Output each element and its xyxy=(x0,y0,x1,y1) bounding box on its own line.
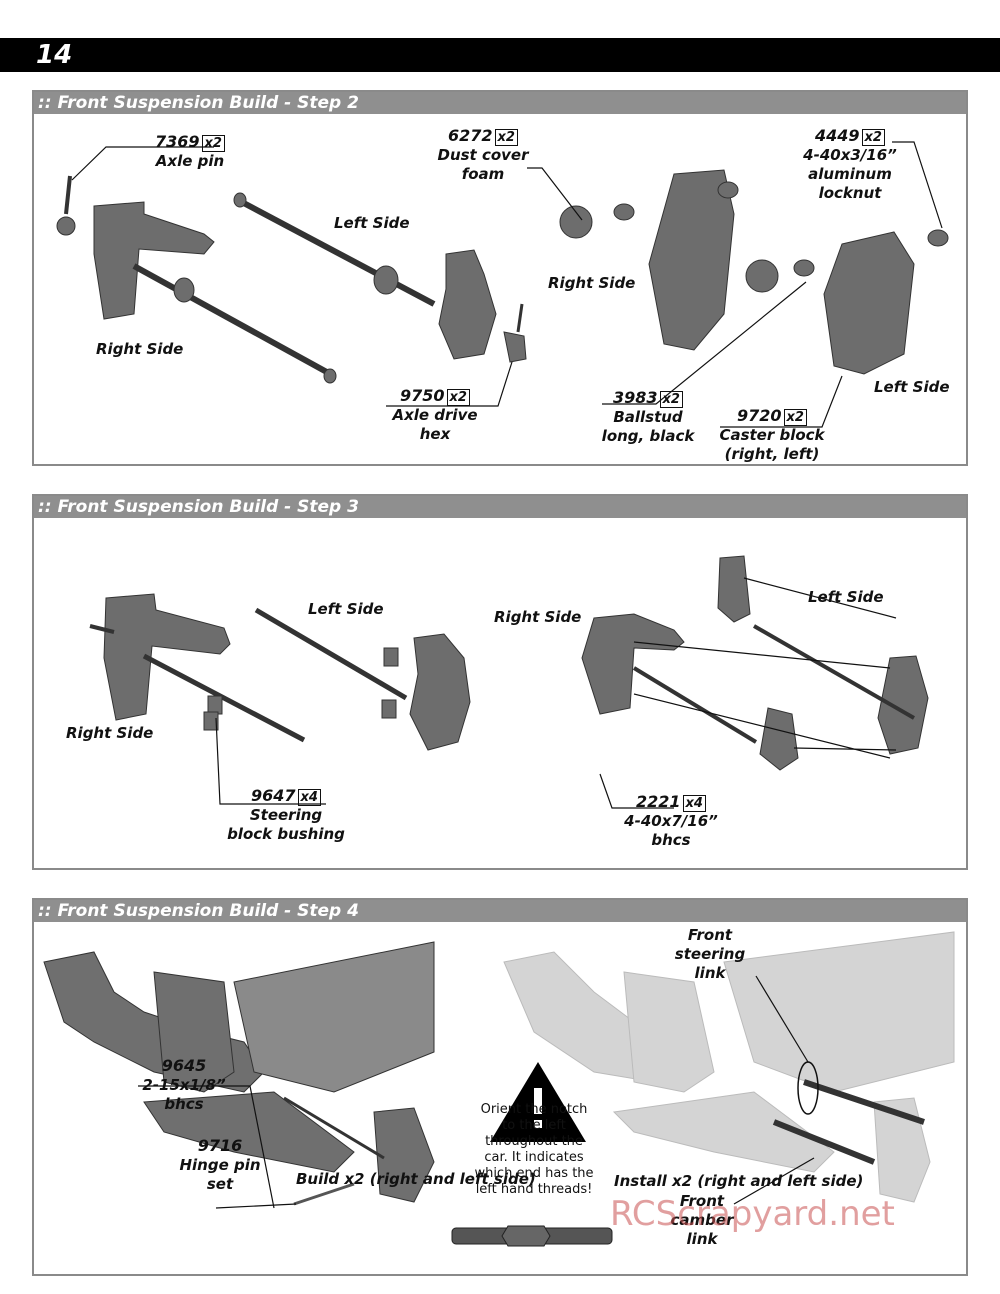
ballstud-name-2: long, black xyxy=(601,427,695,445)
note-line-2: to the left xyxy=(502,1118,566,1133)
page-number: 14 xyxy=(36,40,73,70)
locknut-name-3: locknut xyxy=(818,184,882,202)
bushing-name-2: block bushing xyxy=(227,825,345,843)
hinge-name-1: Hinge pin xyxy=(179,1156,261,1174)
locknut-part-number: 4449 xyxy=(815,126,860,145)
step4-bhcs-callout: 9645 2-15x1/8” bhcs xyxy=(134,1056,234,1114)
bhcs-name-2: bhcs xyxy=(651,831,691,849)
locknut-name-1: 4-40x3/16” xyxy=(803,146,897,164)
note-line-6: left hand threads! xyxy=(475,1182,593,1197)
step4-illustration xyxy=(43,931,955,1247)
hinge-part-number: 9716 xyxy=(197,1136,243,1155)
step4-bhcs-name-2: bhcs xyxy=(164,1095,204,1113)
step2-header: :: Front Suspension Build - Step 2 xyxy=(34,92,966,114)
bhcs-name-1: 4-40x7/16” xyxy=(624,812,718,830)
step4-bhcs-name-1: 2-15x1/8” xyxy=(142,1076,226,1094)
step3-title: :: Front Suspension Build - Step 3 xyxy=(38,497,359,517)
axle-pin-part-number: 7369 xyxy=(155,132,200,151)
step3-left-side-label-a: Left Side xyxy=(308,600,384,618)
ballstud-qty: x2 xyxy=(659,391,683,408)
hinge-name-2: set xyxy=(206,1175,234,1193)
step4-header: :: Front Suspension Build - Step 4 xyxy=(34,900,966,922)
step2-title: :: Front Suspension Build - Step 2 xyxy=(38,93,359,113)
page-header-bar xyxy=(0,38,1000,72)
dust-cover-name-2: foam xyxy=(461,165,505,183)
step3-body: Left Side Right Side Left Side Right Sid… xyxy=(34,518,966,868)
step4-bhcs-part-number: 9645 xyxy=(161,1056,207,1075)
step2-panel: :: Front Suspension Build - Step 2 xyxy=(32,90,968,466)
step4-panel: :: Front Suspension Build - Step 4 xyxy=(32,898,968,1276)
bhcs-part-number: 2221 xyxy=(636,792,681,811)
install-instruction: Install x2 (right and left side) xyxy=(614,1172,864,1190)
bushing-name-1: Steering xyxy=(249,806,323,824)
steering-link-label-2: steering xyxy=(674,945,746,963)
step3-left-side-label-b: Left Side xyxy=(808,588,884,606)
steering-link-label-3: link xyxy=(694,964,726,982)
caster-part-number: 9720 xyxy=(737,406,782,425)
build-instruction: Build x2 (right and left side) xyxy=(296,1170,536,1188)
step2-left-side-label: Left Side xyxy=(334,214,410,232)
watermark: RCScrapyard.net xyxy=(610,1194,895,1234)
hinge-callout: 9716 Hinge pin set xyxy=(174,1136,266,1194)
step4-title: :: Front Suspension Build - Step 4 xyxy=(38,901,359,921)
step3-illustration xyxy=(89,555,929,809)
step3-right-side-label-a: Right Side xyxy=(66,724,154,742)
camber-link-label-1: Front xyxy=(679,1192,725,1210)
locknut-name-2: aluminum xyxy=(808,165,892,183)
axle-pin-name: Axle pin xyxy=(155,152,225,170)
caster-name-2: (right, left) xyxy=(724,445,820,463)
axle-hex-name-1: Axle drive xyxy=(392,406,478,424)
step3-panel: :: Front Suspension Build - Step 3 xyxy=(32,494,968,870)
bhcs-qty: x4 xyxy=(682,795,706,812)
axle-pin-qty: x2 xyxy=(201,135,225,152)
caster-qty: x2 xyxy=(783,409,807,426)
step2-right-side-label-b: Right Side xyxy=(548,274,636,292)
note-line-4: car. It indicates xyxy=(484,1150,584,1165)
step3-header: :: Front Suspension Build - Step 3 xyxy=(34,496,966,518)
dust-cover-part-number: 6272 xyxy=(448,126,493,145)
ballstud-part-number: 3983 xyxy=(613,388,658,407)
bushing-qty: x4 xyxy=(297,789,321,806)
locknut-qty: x2 xyxy=(861,129,885,146)
axle-hex-name-2: hex xyxy=(419,425,451,443)
bushing-part-number: 9647 xyxy=(251,786,296,805)
axle-hex-part-number: 9750 xyxy=(400,386,445,405)
step4-body: 9645 2-15x1/8” bhcs 9716 Hinge pin set B… xyxy=(34,922,966,1274)
caster-name-1: Caster block xyxy=(719,426,825,444)
dust-cover-qty: x2 xyxy=(494,129,518,146)
step2-right-side-label-a: Right Side xyxy=(96,340,184,358)
step2-illustration xyxy=(56,141,949,428)
step3-right-side-label-b: Right Side xyxy=(494,608,582,626)
ballstud-name-1: Ballstud xyxy=(613,408,683,426)
dust-cover-name-1: Dust cover xyxy=(437,146,529,164)
steering-link-label-1: Front xyxy=(687,926,733,944)
camber-link-label-2: camber xyxy=(670,1211,734,1229)
steering-link-callout: Front steering link xyxy=(674,926,746,983)
camber-link-label-3: link xyxy=(686,1230,718,1248)
note-line-3: throughout the xyxy=(485,1134,583,1149)
orientation-note: Orient the notch to the left throughout … xyxy=(460,1102,608,1198)
camber-link-callout: Front camber link xyxy=(666,1192,738,1249)
note-line-1: Orient the notch xyxy=(480,1102,588,1117)
note-line-5: which end has the xyxy=(474,1166,594,1181)
step2-left-side-label-b: Left Side xyxy=(874,378,950,396)
axle-hex-qty: x2 xyxy=(446,389,470,406)
